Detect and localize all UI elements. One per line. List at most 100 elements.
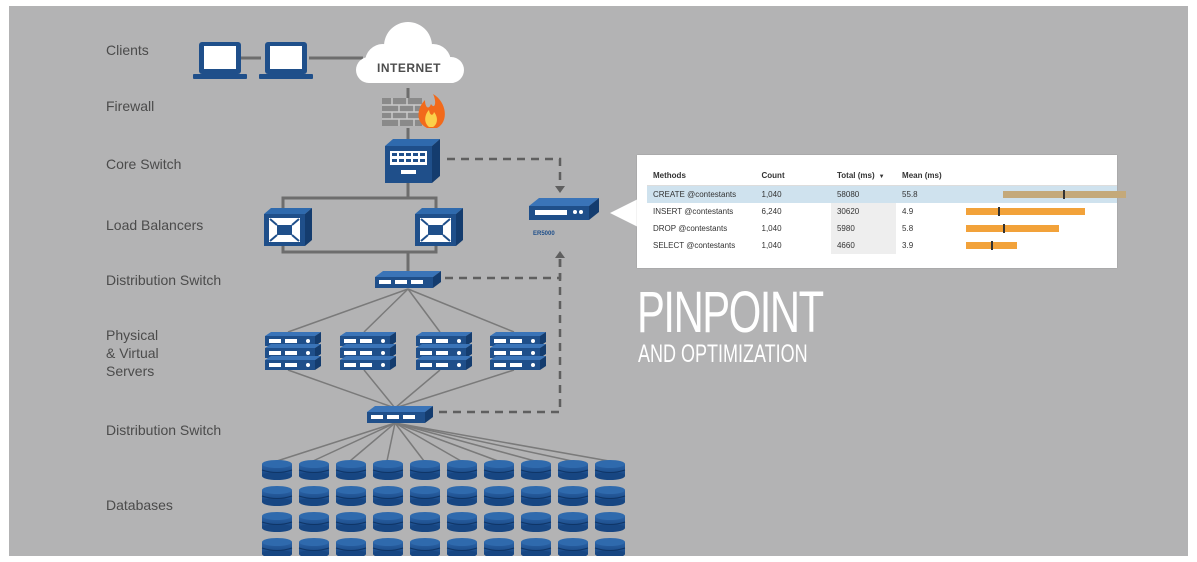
database-icon — [520, 538, 552, 556]
mean-cell: 3.9 — [902, 241, 914, 250]
database-icon — [372, 460, 404, 480]
database-icon — [298, 512, 330, 532]
tier-label-core-switch: Core Switch — [106, 156, 182, 172]
sort-descending-icon: ▼ — [878, 173, 885, 180]
distribution-cell — [964, 237, 1117, 254]
distribution-cell — [964, 185, 1126, 203]
count-cell: 6,240 — [761, 207, 782, 216]
database-icon — [557, 538, 589, 556]
count-cell: 1,040 — [761, 224, 782, 233]
database-icon — [557, 512, 589, 532]
database-grid — [261, 460, 626, 556]
column-header-mean[interactable]: Mean (ms) — [896, 165, 965, 186]
mean-cell: 5.8 — [902, 224, 914, 233]
column-header-distribution — [964, 165, 1117, 186]
database-icon — [298, 460, 330, 480]
tier-label-databases: Databases — [106, 497, 173, 513]
database-icon — [409, 512, 441, 532]
headline: PINPOINT — [637, 280, 824, 345]
tap-arrow-up — [555, 251, 565, 258]
tier-label-servers-line3: Servers — [106, 363, 155, 379]
total-cell: 30620 — [830, 203, 897, 220]
method-cell: SELECT @contestants — [653, 241, 736, 250]
tier-label-load-balancers: Load Balancers — [106, 217, 204, 233]
laptop-icon — [193, 42, 247, 79]
server-stack-icon — [490, 332, 546, 370]
database-icon — [557, 486, 589, 506]
mean-marker — [998, 207, 1001, 216]
mean-distribution-bar — [1003, 190, 1126, 199]
database-icon — [594, 512, 626, 532]
distribution-cell — [964, 220, 1117, 237]
mean-marker — [1003, 224, 1006, 233]
method-timing-panel: Methods Count Total (ms)▼ Mean (ms) CREA… — [637, 155, 1126, 268]
core-switch-icon — [385, 139, 440, 183]
database-icon — [409, 538, 441, 556]
column-header-total-label: Total (ms) — [836, 170, 875, 180]
database-icon — [335, 512, 367, 532]
mean-distribution-bar — [965, 207, 1085, 216]
distribution-switch-icon — [367, 406, 433, 423]
firewall-icon — [382, 94, 445, 128]
tap-arrow-down — [555, 186, 565, 193]
database-icon — [409, 460, 441, 480]
database-icon — [446, 538, 478, 556]
mean-distribution-bar — [965, 224, 1060, 233]
database-icon — [409, 486, 441, 506]
load-balancer-icon — [264, 208, 312, 246]
table-row[interactable]: SELECT @contestants 1,040 4660 3.9 — [647, 237, 1117, 254]
er5000-appliance-icon — [529, 198, 599, 220]
method-timing-table: Methods Count Total (ms)▼ Mean (ms) CREA… — [647, 165, 1126, 254]
count-cell: 1,040 — [761, 241, 782, 250]
database-icon — [335, 486, 367, 506]
database-icon — [372, 486, 404, 506]
server-stack-icon — [416, 332, 472, 370]
database-icon — [446, 512, 478, 532]
database-icon — [298, 486, 330, 506]
database-icon — [261, 460, 293, 480]
total-cell: 5980 — [830, 220, 897, 237]
mean-marker — [991, 241, 994, 250]
database-icon — [557, 460, 589, 480]
server-stack-icon — [265, 332, 321, 370]
mean-marker — [1062, 190, 1065, 199]
database-icon — [372, 512, 404, 532]
database-icon — [261, 538, 293, 556]
laptop-icon — [259, 42, 313, 79]
column-header-count[interactable]: Count — [755, 165, 831, 186]
distribution-cell — [964, 203, 1117, 220]
method-cell: INSERT @contestants — [653, 207, 734, 216]
database-icon — [483, 538, 515, 556]
mean-cell: 55.8 — [896, 185, 965, 203]
tier-label-distribution-switch-bottom: Distribution Switch — [106, 422, 222, 438]
server-stack-icon — [340, 332, 396, 370]
connection-lines — [241, 56, 438, 273]
database-icon — [594, 460, 626, 480]
method-cell: CREATE @contestants — [647, 185, 756, 203]
network-diagram — [193, 22, 626, 556]
tier-label-firewall: Firewall — [106, 98, 155, 114]
mean-distribution-bar — [965, 241, 1017, 250]
database-icon — [372, 538, 404, 556]
database-icon — [261, 486, 293, 506]
table-header-row: Methods Count Total (ms)▼ Mean (ms) — [647, 165, 1117, 186]
total-cell: 4660 — [830, 237, 897, 254]
mean-cell: 4.9 — [902, 207, 914, 216]
internet-label: INTERNET — [377, 61, 441, 75]
database-icon — [446, 486, 478, 506]
database-icon — [483, 486, 515, 506]
distribution-switch-icon — [375, 271, 441, 288]
tier-label-servers-line2: & Virtual — [106, 345, 159, 361]
table-row[interactable]: INSERT @contestants 6,240 30620 4.9 — [647, 203, 1117, 220]
mesh-lines — [276, 288, 610, 462]
count-cell: 1,040 — [755, 185, 831, 203]
database-icon — [261, 512, 293, 532]
callout-pointer — [610, 199, 638, 227]
database-icon — [520, 486, 552, 506]
subheadline: AND OPTIMIZATION — [638, 340, 808, 368]
column-header-methods[interactable]: Methods — [647, 165, 756, 186]
column-header-total[interactable]: Total (ms)▼ — [830, 165, 897, 186]
cloud-icon — [356, 22, 464, 83]
